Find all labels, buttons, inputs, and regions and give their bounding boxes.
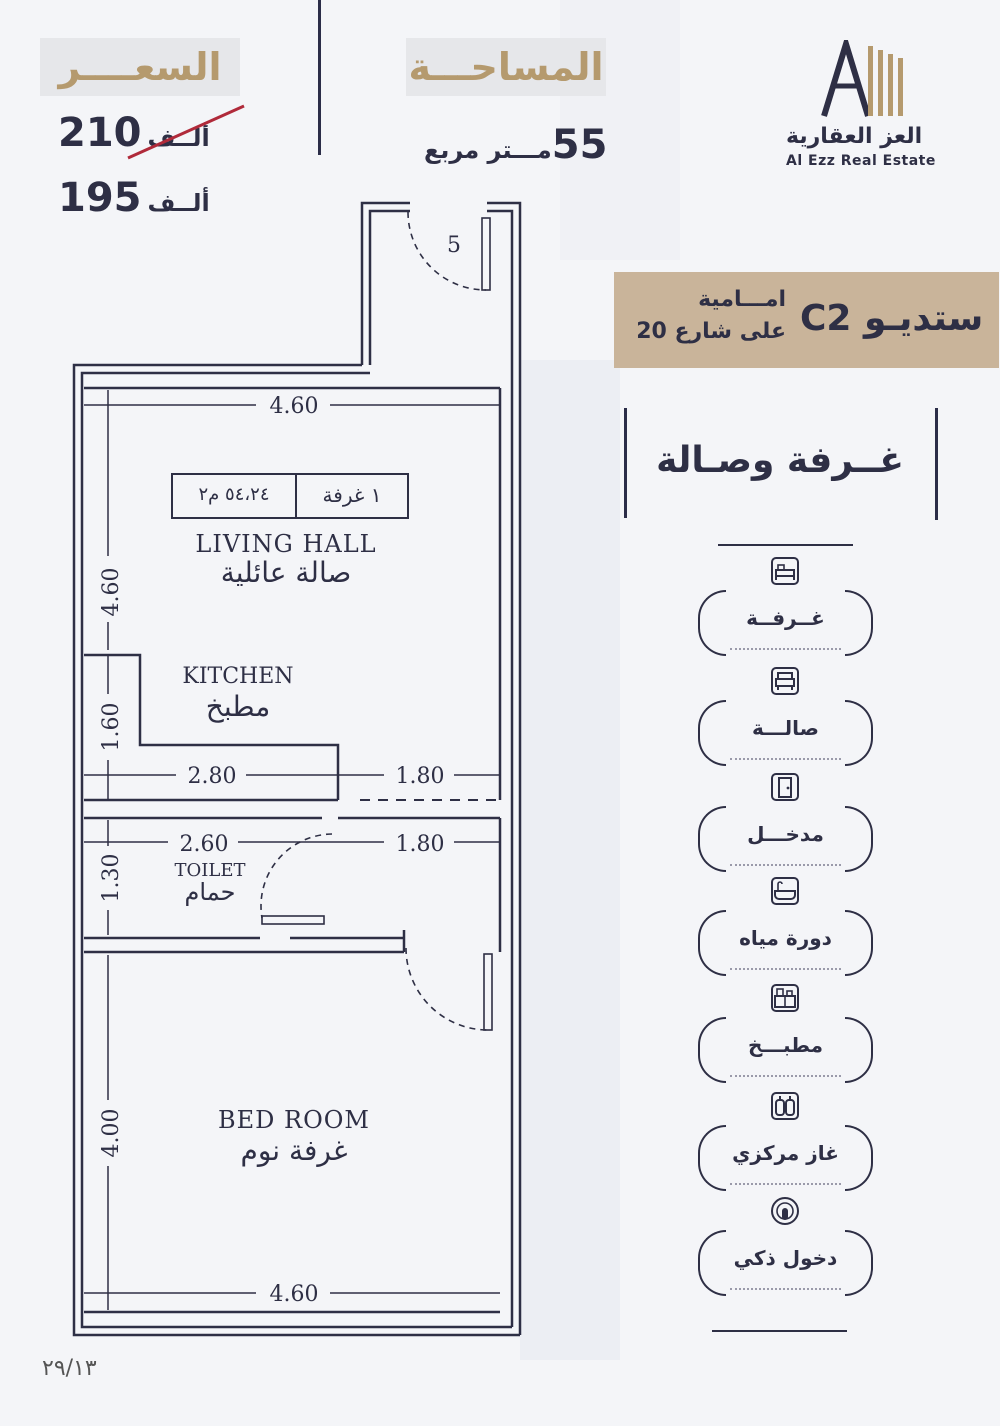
price-title: السعــــر	[40, 38, 240, 96]
background-shape	[520, 360, 620, 1360]
entry-number: 5	[447, 233, 461, 258]
dim-kitchen-width: 2.80	[188, 764, 237, 789]
dim-toilet-height: 1.30	[99, 854, 124, 903]
dim-toilet-width: 2.60	[180, 832, 229, 857]
toilet-label-ar: حمام	[185, 878, 236, 906]
dim-living-height: 4.60	[99, 568, 124, 617]
dim-kitchen-height: 1.60	[99, 703, 124, 752]
feature-item: غــرفــة	[698, 554, 873, 656]
table-rooms: ١ غرفة	[323, 483, 382, 507]
table-area: ٥٤،٢٤ م٢	[198, 484, 269, 505]
kitchen-label-ar: مطبخ	[206, 690, 271, 723]
door-icon	[768, 770, 802, 804]
dim-right-width-b: 1.80	[396, 832, 445, 857]
sofa-icon	[768, 664, 802, 698]
dim-bottom-width: 4.60	[270, 1282, 319, 1307]
floor-plan: 4.60 4.60 1.60 2.80 1.80 2.60 1.80 1.30 …	[72, 201, 522, 1337]
gas-cylinder-icon	[768, 1089, 802, 1123]
logo-name-en: Al Ezz Real Estate	[786, 153, 936, 169]
bed-label-en: BED ROOM	[218, 1106, 370, 1134]
feature-item: مدخـــل	[698, 770, 873, 872]
living-label-en: LIVING HALL	[195, 530, 376, 558]
unit-badge: امـــامية على شارع 20 ستديـو C2	[614, 272, 999, 368]
old-price: ألــف210	[58, 110, 210, 156]
headline: غــرفة وصـالة	[656, 440, 904, 481]
smart-access-icon	[768, 1194, 802, 1228]
feature-item: غاز مركزي	[698, 1089, 873, 1191]
features-bottom-rule	[712, 1330, 847, 1332]
dim-right-width-a: 1.80	[396, 764, 445, 789]
feature-item: صالـــة	[698, 664, 873, 766]
unit-type: ستديـو C2	[800, 298, 984, 339]
living-label-ar: صالة عائلية	[221, 556, 352, 589]
dim-top-width: 4.60	[270, 394, 319, 419]
strike-line	[127, 104, 245, 160]
page-number: ٢٩/١٣	[42, 1356, 97, 1381]
headline-bar-right	[935, 408, 938, 520]
bathtub-icon	[768, 874, 802, 908]
feature-item: دورة مياه	[698, 874, 873, 976]
logo-mark-icon	[821, 40, 903, 117]
headline-bar-left	[624, 408, 627, 518]
dim-bed-height: 4.00	[99, 1109, 124, 1158]
kitchen-label-en: KITCHEN	[182, 664, 293, 689]
unit-location: امـــامية على شارع 20	[636, 287, 786, 344]
area-value: 55مـــتر مربع	[424, 122, 608, 168]
toilet-label-en: TOILET	[175, 860, 246, 881]
kitchen-icon	[768, 981, 802, 1015]
bed-label-ar: غرفة نوم	[241, 1134, 348, 1167]
feature-item: مطبـــخ	[698, 981, 873, 1083]
area-title: المساحـــة	[406, 38, 606, 96]
new-price: ألــف195	[58, 175, 210, 221]
header-divider	[318, 0, 321, 155]
bed-icon	[768, 554, 802, 588]
features-top-rule	[718, 544, 853, 546]
feature-item: دخول ذكي	[698, 1194, 873, 1296]
logo-name-ar: العز العقارية	[786, 124, 923, 149]
